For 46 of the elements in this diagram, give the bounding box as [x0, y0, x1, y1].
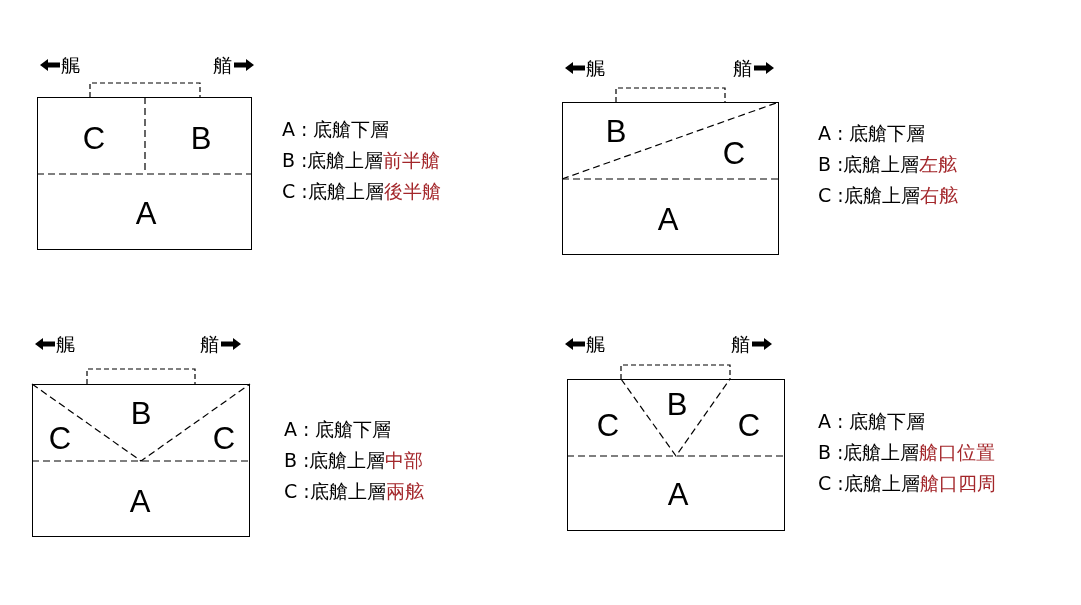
key-text: B :底艙上層 — [818, 153, 920, 175]
region-letter: C — [212, 422, 236, 454]
region-letter: A — [667, 478, 689, 510]
highlight-text: 前半艙 — [383, 149, 441, 171]
hold-box — [562, 102, 779, 255]
key-text: A : 底艙下層 — [818, 410, 926, 432]
bow-label: 艏 — [733, 58, 752, 78]
key-text: A : 底艙下層 — [282, 118, 390, 140]
hold-box — [567, 379, 785, 531]
bow-label: 艏 — [731, 334, 750, 354]
region-letter: C — [722, 137, 746, 169]
key-text: C :底艙上層 — [818, 184, 920, 206]
highlight-text: 右舷 — [919, 184, 958, 206]
region-letter: A — [129, 485, 151, 517]
key-text: C :底艙上層 — [282, 180, 384, 202]
stern-label: 艉 — [586, 334, 605, 354]
region-letter: C — [737, 409, 761, 441]
bow-label: 艏 — [200, 334, 219, 354]
highlight-text: 左舷 — [919, 153, 958, 175]
highlight-text: 艙口四周 — [919, 472, 996, 494]
hold-box — [32, 384, 250, 537]
region-letter: A — [135, 197, 157, 229]
region-letter: B — [605, 115, 627, 147]
key-text: C :底艙上層 — [818, 472, 920, 494]
key-text: A : 底艙下層 — [284, 418, 392, 440]
stern-label: 艉 — [61, 55, 80, 75]
region-letter: C — [596, 409, 620, 441]
region-letter: C — [48, 422, 72, 454]
highlight-text: 艙口位置 — [919, 441, 996, 463]
key-text: B :底艙上層 — [284, 449, 386, 471]
highlight-text: 兩舷 — [385, 480, 424, 502]
key-text: C :底艙上層 — [284, 480, 386, 502]
key-text: B :底艙上層 — [818, 441, 920, 463]
region-letter: B — [666, 388, 688, 420]
region-letter: B — [190, 122, 212, 154]
key-text: B :底艙上層 — [282, 149, 384, 171]
region-letter: A — [657, 203, 679, 235]
stern-label: 艉 — [586, 58, 605, 78]
hold-box — [37, 97, 252, 250]
highlight-text: 後半艙 — [383, 180, 441, 202]
stern-label: 艉 — [56, 334, 75, 354]
region-letter: B — [130, 397, 152, 429]
region-letter: C — [82, 122, 106, 154]
highlight-text: 中部 — [385, 449, 424, 471]
bow-label: 艏 — [213, 55, 232, 75]
key-text: A : 底艙下層 — [818, 122, 926, 144]
